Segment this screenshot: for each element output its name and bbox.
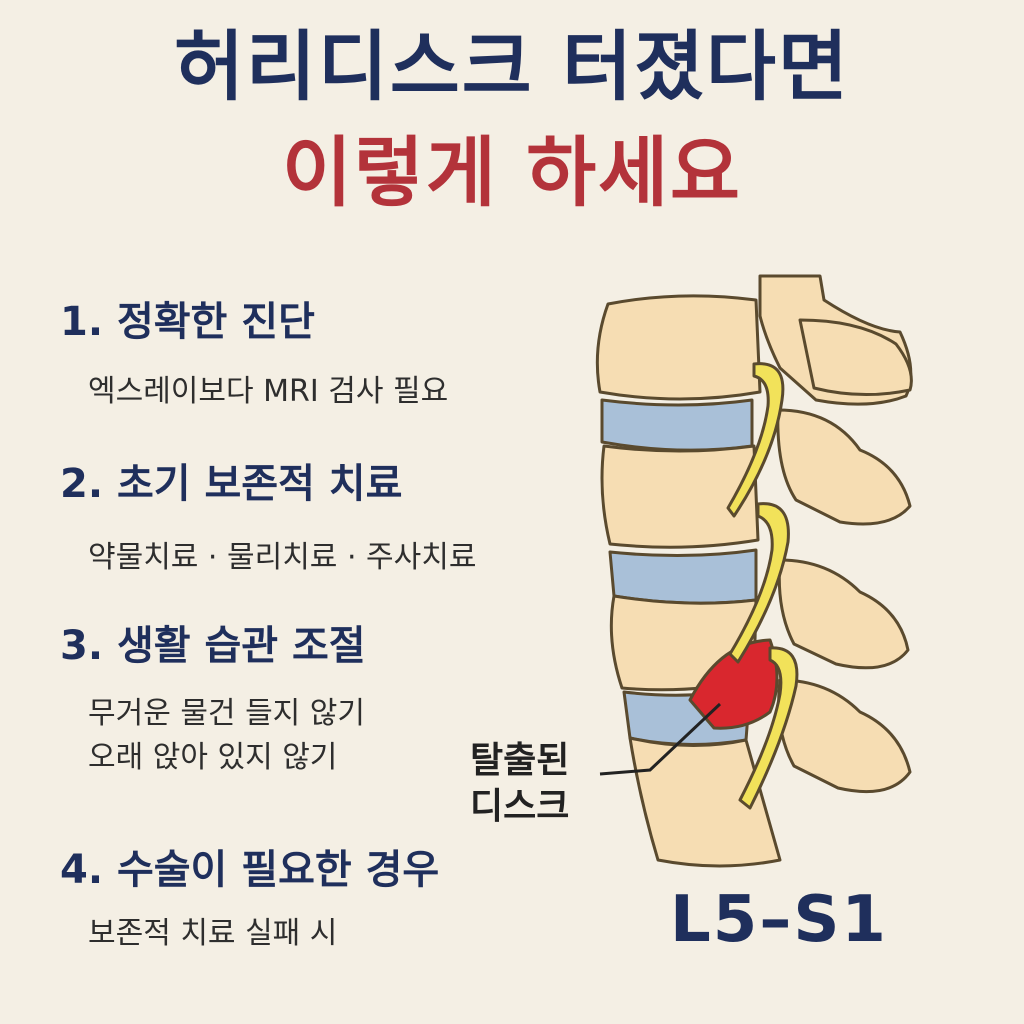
- nerve-root-2: [728, 502, 790, 664]
- vertebra-2: [600, 444, 760, 549]
- process-3: [777, 558, 910, 670]
- spinal-level-label: L5–S1: [670, 883, 888, 957]
- step-4-heading: 4. 수술이 필요한 경우: [60, 847, 440, 893]
- process-2: [776, 408, 912, 526]
- herniated-disc: [688, 638, 779, 730]
- step-3-line-1: 무거운 물건 들지 않기: [88, 696, 366, 731]
- herniated-disc-label-line-1: 탈출된: [470, 740, 570, 781]
- step-3-body: 무거운 물건 들지 않기 오래 앉아 있지 않기: [88, 692, 365, 780]
- step-3-heading: 3. 생활 습관 조절: [60, 623, 366, 669]
- vertebra-1: [595, 294, 762, 401]
- step-1-body: 엑스레이보다 MRI 검사 필요: [88, 370, 448, 414]
- disc-upper: [600, 398, 754, 452]
- title-line-1: 허리디스크 터졌다면: [174, 22, 850, 111]
- nerve-root-3: [738, 646, 799, 810]
- step-1-heading: 1. 정확한 진단: [60, 299, 315, 345]
- herniated-disc-label-line-2: 디스크: [470, 786, 570, 827]
- disc-middle: [608, 548, 758, 605]
- step-3-line-2: 오래 앉아 있지 않기: [88, 740, 338, 775]
- herniated-disc-label: 탈출된 디스크: [470, 738, 569, 830]
- nerve-root-1: [726, 362, 785, 518]
- step-2-body: 약물치료 · 물리치료 · 주사치료: [88, 536, 476, 580]
- sacrum: [628, 736, 782, 868]
- spinous-process-1: [798, 318, 913, 396]
- process-4: [777, 678, 912, 794]
- title-line-2: 이렇게 하세요: [282, 128, 742, 217]
- step-2-heading: 2. 초기 보존적 치료: [60, 461, 403, 507]
- label-pointer-line: [599, 702, 722, 776]
- step-4-line-1: 보존적 치료 실패 시: [88, 916, 338, 951]
- step-1-line-1: 엑스레이보다 MRI 검사 필요: [88, 374, 449, 409]
- step-4-body: 보존적 치료 실패 시: [88, 912, 337, 956]
- spine-illustration: [595, 274, 913, 868]
- step-2-line-1: 약물치료 · 물리치료 · 주사치료: [88, 540, 477, 575]
